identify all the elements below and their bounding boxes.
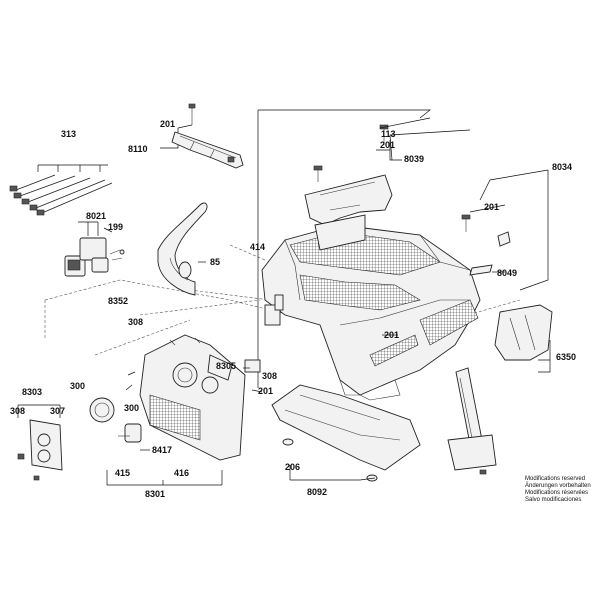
label-8039: 8039 bbox=[404, 154, 424, 164]
label-313: 313 bbox=[61, 129, 76, 139]
label-85: 85 bbox=[210, 257, 220, 267]
label-8352: 8352 bbox=[108, 296, 128, 306]
handle-8110 bbox=[160, 103, 244, 169]
label-308: 308 bbox=[128, 317, 143, 327]
cable-harness-313 bbox=[9, 164, 113, 216]
label-201: 201 bbox=[160, 119, 175, 129]
bottom-bracket-lines bbox=[106, 367, 376, 486]
label-6350: 6350 bbox=[556, 352, 576, 362]
control-8303 bbox=[17, 404, 63, 481]
label-8303: 8303 bbox=[22, 387, 42, 397]
label-113: 113 bbox=[381, 129, 396, 139]
part-labels: 313 8021 199 201 8110 85 414 113 201 803… bbox=[10, 119, 576, 499]
label-308: 308 bbox=[10, 406, 25, 416]
label-307: 307 bbox=[50, 406, 65, 416]
label-415: 415 bbox=[115, 468, 130, 478]
note-line-3: Modifications réservées bbox=[525, 490, 588, 496]
label-201: 201 bbox=[484, 202, 499, 212]
note-line-1: Modifications reserved bbox=[525, 476, 585, 482]
label-8417: 8417 bbox=[152, 445, 172, 455]
label-300: 300 bbox=[124, 403, 139, 413]
label-8049: 8049 bbox=[497, 268, 517, 278]
label-414: 414 bbox=[250, 242, 265, 252]
modifications-note: Modifications reserved Änderungen vorbeh… bbox=[525, 476, 591, 503]
label-8301: 8301 bbox=[145, 489, 165, 499]
bracket-lines bbox=[257, 109, 549, 388]
front-panel-8301 bbox=[89, 334, 261, 461]
label-8034: 8034 bbox=[552, 162, 572, 172]
label-8110: 8110 bbox=[128, 144, 148, 154]
label-201: 201 bbox=[380, 140, 395, 150]
note-line-2: Änderungen vorbehalten bbox=[525, 482, 591, 489]
handle-8039 bbox=[304, 124, 402, 251]
label-201: 201 bbox=[258, 386, 273, 396]
cover-6350 bbox=[447, 304, 553, 475]
label-308: 308 bbox=[262, 371, 277, 381]
label-300: 300 bbox=[70, 381, 85, 391]
label-416: 416 bbox=[174, 468, 189, 478]
label-201: 201 bbox=[384, 330, 399, 340]
label-8305: 8305 bbox=[216, 361, 236, 371]
label-206: 206 bbox=[285, 462, 300, 472]
label-8092: 8092 bbox=[307, 487, 327, 497]
note-line-4: Salvo modificaciones bbox=[525, 497, 581, 503]
main-housing bbox=[261, 224, 481, 401]
label-199: 199 bbox=[108, 222, 123, 232]
switch-8021 bbox=[64, 221, 125, 277]
bottom-plate-8092 bbox=[271, 384, 421, 482]
label-8021: 8021 bbox=[86, 211, 106, 221]
hook-85 bbox=[157, 202, 208, 296]
